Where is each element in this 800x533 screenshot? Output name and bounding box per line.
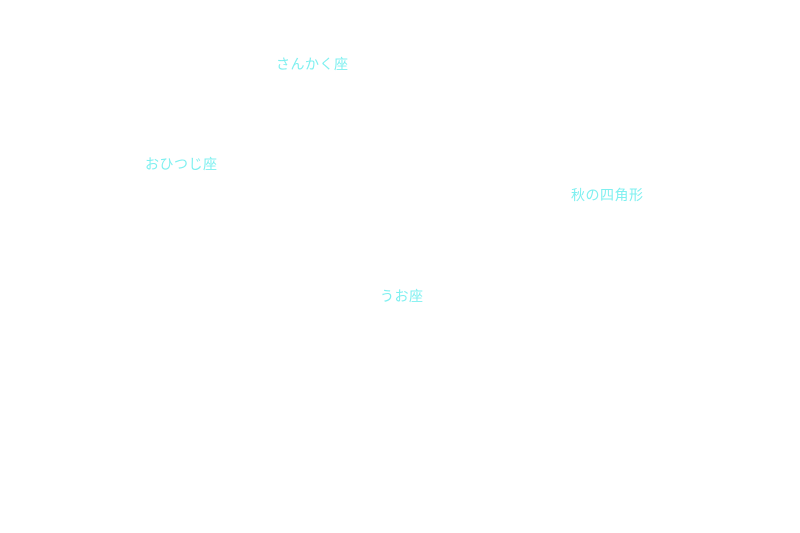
constellation-label-aries: おひつじ座 — [145, 157, 218, 173]
asterism-label-autumn-square: 秋の四角形 — [571, 188, 644, 204]
constellation-label-triangulum: さんかく座 — [276, 57, 349, 73]
constellation-label-pisces: うお座 — [380, 289, 424, 305]
